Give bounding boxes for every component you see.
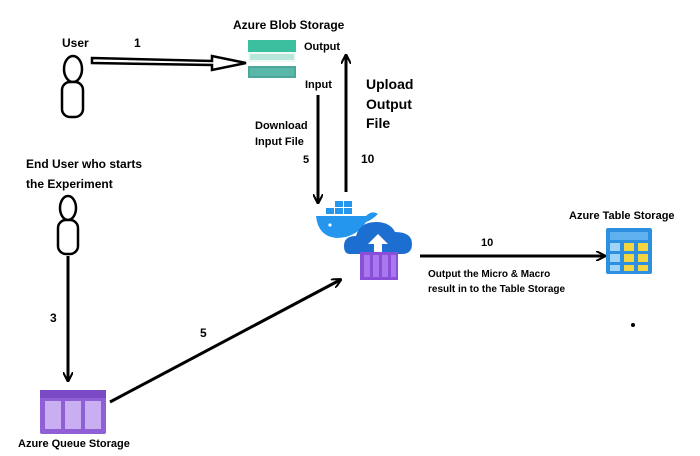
upload-label-1: Upload [366, 76, 413, 92]
user-figure [60, 54, 85, 119]
blob-input-label: Input [305, 79, 332, 91]
end-user-figure [56, 194, 80, 256]
upload-label-3: File [366, 115, 390, 131]
output-desc-2: result in to the Table Storage [428, 284, 565, 295]
container-instance-icon [344, 222, 412, 280]
step-5-download-label: 5 [303, 154, 309, 166]
download-label-2: Input File [255, 136, 304, 148]
user-label: User [62, 36, 89, 50]
output-desc-1: Output the Micro & Macro [428, 269, 550, 280]
blob-storage-icon [248, 40, 296, 78]
step-3-label: 3 [50, 311, 57, 325]
arrow-queue-to-container [109, 280, 340, 404]
queue-storage-icon [40, 390, 106, 434]
table-storage-title: Azure Table Storage [569, 210, 675, 222]
blob-storage-title: Azure Blob Storage [233, 18, 345, 32]
upload-label-2: Output [366, 96, 412, 112]
step-5-queue-label: 5 [200, 326, 207, 340]
end-user-label-1: End User who starts [26, 157, 142, 171]
download-label-1: Download [255, 120, 308, 132]
step-10-table-label: 10 [481, 237, 493, 249]
table-storage-icon [606, 228, 652, 274]
blob-output-label: Output [304, 41, 340, 53]
step-10-upload-label: 10 [361, 152, 375, 166]
stray-dot [631, 323, 635, 327]
queue-storage-title: Azure Queue Storage [18, 438, 130, 450]
end-user-label-2: the Experiment [26, 177, 113, 191]
step-1-label: 1 [134, 36, 141, 50]
arrow-user-to-blob [90, 54, 247, 72]
docker-icon [316, 201, 378, 238]
